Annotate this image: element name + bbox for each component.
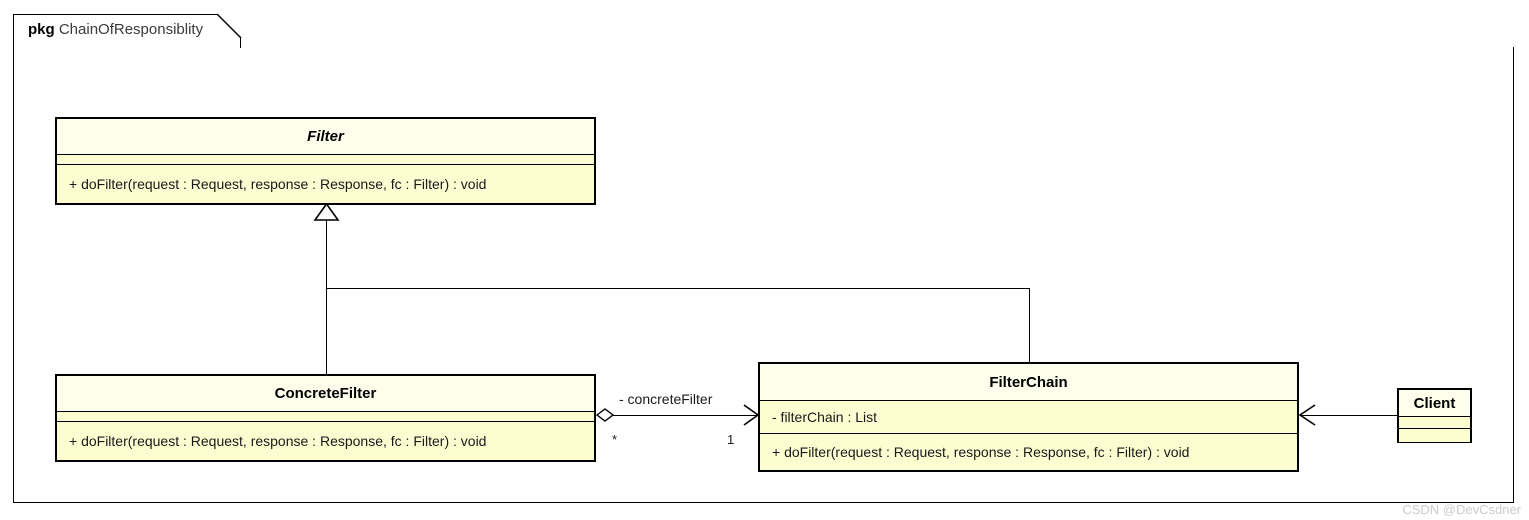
class-title-filterchain: FilterChain [760,364,1297,401]
class-operations-concretefilter: + doFilter(request : Request, response :… [57,422,594,460]
generalization-trunk-vertical [326,218,327,374]
package-name: ChainOfResponsiblity [58,21,204,38]
aggregation-line [612,415,758,416]
class-operations-filterchain: + doFilter(request : Request, response :… [760,434,1297,470]
class-attributes-concretefilter [57,412,594,422]
attribute-row: - filterChain : List [772,408,878,425]
package-tab-shape [13,14,241,48]
package-label: pkg ChainOfResponsiblity [28,21,203,38]
generalization-elbow-vertical [1029,288,1030,363]
class-attributes-filter [57,155,594,165]
class-operations-filter: + doFilter(request : Request, response :… [57,165,594,203]
class-attributes-filterchain: - filterChain : List [760,401,1297,434]
operation-row: + doFilter(request : Request, response :… [69,432,487,449]
generalization-elbow-horizontal [326,288,1030,289]
class-box-concretefilter[interactable]: ConcreteFilter + doFilter(request : Requ… [55,374,596,462]
class-title-filter: Filter [57,119,594,155]
package-tab-diagonal-icon [216,13,242,39]
class-operations-client [1399,429,1470,442]
package-keyword: pkg [28,21,55,38]
aggregation-source-multiplicity: * [612,432,618,447]
watermark-text: CSDN @DevCsdner [1402,502,1521,517]
class-attributes-client [1399,417,1470,429]
class-box-filter[interactable]: Filter + doFilter(request : Request, res… [55,117,596,205]
package-tab: pkg ChainOfResponsiblity [13,13,242,48]
class-title-client: Client [1399,390,1470,417]
aggregation-role-label: - concreteFilter [619,391,713,407]
operation-row: + doFilter(request : Request, response :… [772,443,1190,460]
client-association-line [1300,415,1397,416]
operation-row: + doFilter(request : Request, response :… [69,175,487,192]
aggregation-target-multiplicity: 1 [727,432,735,447]
class-box-filterchain[interactable]: FilterChain - filterChain : List + doFil… [758,362,1299,472]
package-frame [13,47,1514,503]
class-title-concretefilter: ConcreteFilter [57,376,594,412]
class-box-client[interactable]: Client [1397,388,1472,443]
